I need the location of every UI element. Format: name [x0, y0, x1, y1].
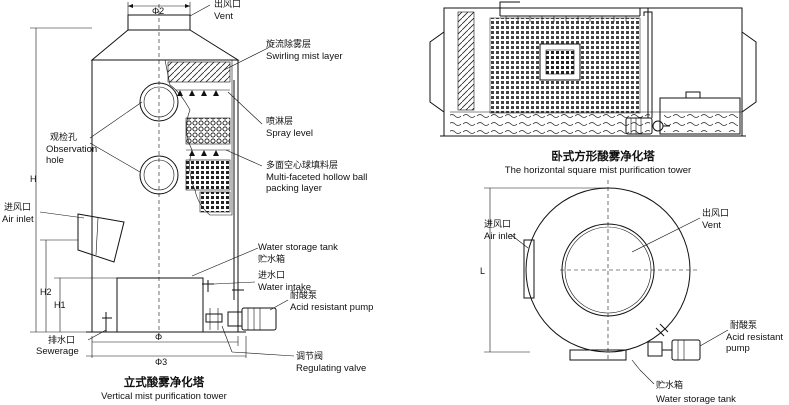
water-region — [450, 112, 650, 134]
label-intake-cn: 进水口 — [258, 269, 285, 280]
label-sewer-en: Sewerage — [36, 346, 79, 357]
dim-h2: H2 — [40, 287, 52, 297]
water-storage-tank — [116, 277, 204, 333]
vertical-tower: Φ2 H H2 H1 Φ Φ3 出风口 Vent 旋流除雾层 Swirling … — [2, 0, 373, 402]
regulating-valve — [205, 308, 223, 330]
tv-label-air-cn: 进风口 — [484, 219, 511, 229]
observation-hole-lower — [139, 155, 179, 195]
dim-phi: Φ — [155, 332, 162, 342]
acid-resistant-pump — [227, 300, 277, 331]
label-vent-cn: 出风口 — [214, 0, 241, 9]
label-packing-en2: packing layer — [266, 183, 322, 194]
horizontal-caption-en: The horizontal square mist purification … — [505, 165, 691, 176]
top-view-tank — [569, 349, 627, 361]
vertical-leaders — [39, 4, 289, 353]
label-obs-en2: hole — [46, 155, 64, 166]
top-view-air-inlet — [523, 239, 535, 299]
swirling-mist-layer — [167, 61, 231, 83]
tv-label-pump-cn: 耐酸泵 — [730, 319, 757, 330]
vertical-caption-en: Vertical mist purification tower — [101, 391, 227, 402]
horizontal-caption-cn: 卧式方形酸雾净化塔 — [551, 149, 655, 163]
water-intake — [202, 280, 214, 292]
label-sewer-cn: 排水口 — [48, 334, 75, 345]
label-valve-cn: 调节阀 — [296, 351, 323, 361]
label-tank-en: Water storage tank — [258, 242, 338, 253]
label-pump-en: Acid resistant pump — [290, 302, 373, 313]
packing-layer-lower — [185, 159, 231, 191]
dim-h: H — [30, 174, 37, 184]
vertical-dimensions — [30, 2, 247, 358]
label-air-en: Air inlet — [2, 214, 34, 225]
tv-label-tank-cn: 贮水箱 — [656, 379, 683, 390]
label-obs-en1: Observation — [46, 144, 97, 155]
label-swirl-cn: 旋流除雾层 — [266, 38, 311, 49]
left-flange — [429, 31, 445, 113]
air-inlet-duct — [77, 213, 125, 263]
label-swirl-en: Swirling mist layer — [266, 51, 343, 62]
dim-h1: H1 — [54, 300, 66, 310]
horizontal-pump — [625, 117, 670, 135]
top-view: L 进风口 Air inlet 出风口 Vent 耐酸泵 Acid resist… — [480, 180, 783, 405]
sewerage-pipe — [102, 312, 112, 332]
label-packing-cn: 多面空心球填料层 — [266, 159, 338, 170]
dim-l: L — [480, 266, 485, 276]
spray-nozzles-upper — [176, 89, 230, 96]
label-packing-en1: Multi-faceted hollow ball — [266, 172, 367, 183]
label-spray-cn: 喷淋层 — [266, 115, 293, 126]
dim-phi2: Φ2 — [152, 6, 164, 16]
tv-label-vent-cn: 出风口 — [702, 207, 729, 218]
tv-label-tank-en: Water storage tank — [656, 394, 736, 405]
label-valve-en: Regulating valve — [296, 363, 366, 374]
tower-roof — [90, 29, 240, 61]
label-pump-cn: 耐酸泵 — [290, 289, 317, 300]
vertical-caption-cn: 立式酸雾净化塔 — [124, 375, 205, 389]
packing-layer-upper — [185, 117, 231, 145]
tv-label-pump-en2: pump — [726, 343, 750, 354]
label-tank-cn: 贮水箱 — [258, 253, 285, 264]
dim-phi3: Φ3 — [155, 357, 167, 367]
spray-nozzles-lower — [186, 149, 230, 156]
observation-hole-upper — [139, 82, 179, 122]
tv-label-air-en: Air inlet — [484, 231, 516, 242]
label-air-cn: 进风口 — [4, 202, 31, 212]
top-spray-header — [499, 1, 653, 118]
label-spray-en: Spray level — [266, 128, 313, 139]
tv-label-vent-en: Vent — [702, 220, 721, 231]
right-flange — [741, 31, 757, 113]
tv-label-pump-en1: Acid resistant — [726, 332, 783, 343]
label-intake-en: Water intake — [258, 282, 311, 293]
label-vent-en: Vent — [214, 11, 233, 22]
label-obs-cn: 观检孔 — [50, 131, 77, 142]
horizontal-tower: 卧式方形酸雾净化塔 The horizontal square mist pur… — [429, 1, 757, 176]
top-view-pump — [647, 323, 701, 361]
